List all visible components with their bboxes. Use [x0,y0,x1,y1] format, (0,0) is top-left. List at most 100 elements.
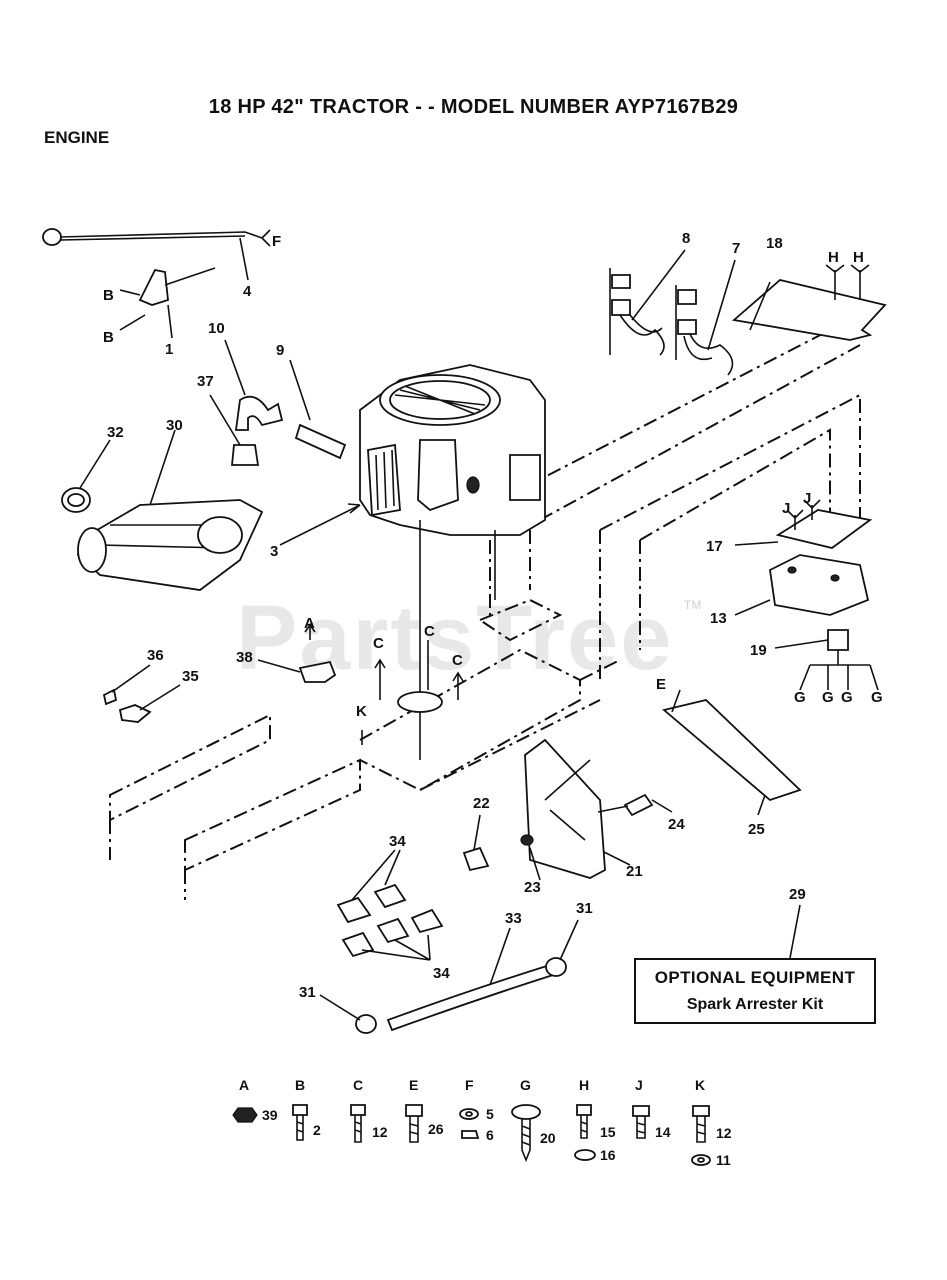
callout-31b: 31 [576,900,593,917]
letter-B1: B [103,287,114,304]
part-18-shield [731,264,887,341]
hw-letter-C: C [353,1077,363,1093]
hw-num-J: 14 [655,1124,671,1140]
callout-21: 21 [626,863,643,880]
callout-13: 13 [710,610,727,627]
letter-J1: J [782,500,790,517]
callout-35: 35 [182,668,199,685]
hw-letter-G: G [520,1077,531,1093]
hw-letter-J: J [635,1077,643,1093]
callout-34b: 34 [433,965,450,982]
callout-34a: 34 [389,833,406,850]
callout-30: 30 [166,417,183,434]
callout-18: 18 [766,235,783,252]
callout-4: 4 [243,283,252,300]
hw-num-F1: 5 [486,1106,494,1122]
letter-G1: G [794,689,806,706]
callout-24: 24 [668,816,685,833]
hardware-legend: A 39 B 2 C 12 E 26 F 5 6 G 20 H 15 [232,1077,732,1168]
letter-C1: C [373,635,384,652]
spark-arrester-kit-label: Spark Arrester Kit [686,996,824,1013]
callout-31a: 31 [299,984,316,1001]
callout-9: 9 [276,342,284,359]
optional-equipment-box: OPTIONAL EQUIPMENT Spark Arrester Kit [634,958,876,1024]
part-13-17-19-muffler-right [734,499,879,691]
callout-36: 36 [147,647,164,664]
letter-H2: H [853,249,864,266]
hw-letter-K: K [695,1077,705,1093]
part-10-37-9-fittings [209,339,347,466]
section-label: ENGINE [44,128,110,147]
hw-num-G: 20 [540,1130,556,1146]
callout-38: 38 [236,649,253,666]
diagram-title: 18 HP 42" TRACTOR - - MODEL NUMBER AYP71… [208,96,739,118]
callout-8: 8 [682,230,690,247]
hw-letter-H: H [579,1077,589,1093]
bolt-icon [292,1104,308,1116]
letter-C3: C [452,652,463,669]
bolt-icon [692,1105,710,1117]
part-38-35-36-hardware [102,622,337,723]
letter-G4: G [871,689,883,706]
callout-25: 25 [748,821,765,838]
letter-B2: B [103,329,114,346]
part-33-hose [319,919,579,1034]
callout-29: 29 [789,886,806,903]
hw-num-H1: 15 [600,1124,616,1140]
hw-letter-F: F [465,1077,474,1093]
nut-icon [232,1107,258,1123]
screw-icon [511,1104,541,1120]
hw-num-E: 26 [428,1121,444,1137]
letter-F: F [272,233,281,250]
callout-23: 23 [524,879,541,896]
hw-num-K1: 12 [716,1125,732,1141]
part-21-24-heat-shield [462,738,673,881]
part-25-deflector [662,689,802,816]
letter-H1: H [828,249,839,266]
watermark-tm: TM [684,598,702,612]
part-4-cable [42,228,271,281]
part-3-engine [279,364,546,760]
part-1-bracket [119,267,216,339]
callout-3: 3 [270,543,278,560]
hw-num-B: 2 [313,1122,321,1138]
hw-letter-E: E [409,1077,418,1093]
callout-10: 10 [208,320,225,337]
callout-37: 37 [197,373,214,390]
hw-num-A: 39 [262,1107,278,1123]
bolt-icon [350,1104,366,1116]
callout-1: 1 [165,341,173,358]
hw-num-K2: 11 [716,1152,731,1168]
frame-outline [109,329,861,900]
part-34-pads [336,849,444,961]
callout-32: 32 [107,424,124,441]
letter-C2: C [424,623,435,640]
callout-19: 19 [750,642,767,659]
nut-icon [461,1130,480,1139]
bolt-icon [405,1104,423,1117]
washer-icon [574,1149,596,1161]
letter-J2: J [803,490,811,507]
letter-G3: G [841,689,853,706]
callout-17: 17 [706,538,723,555]
optional-equipment-title: OPTIONAL EQUIPMENT [654,968,856,987]
part-30-muffler [61,429,264,591]
part-29-pointer [789,904,801,959]
bolt-icon [632,1105,650,1117]
mounting-studs [361,640,464,745]
letter-A: A [304,615,315,632]
hw-num-F2: 6 [486,1127,494,1143]
callout-33: 33 [505,910,522,927]
letter-E: E [656,676,666,693]
hw-num-C: 12 [372,1124,388,1140]
bolt-icon [576,1104,592,1116]
callout-7: 7 [732,240,740,257]
letter-G2: G [822,689,834,706]
hw-letter-A: A [239,1077,249,1093]
callout-22: 22 [473,795,490,812]
hw-num-H2: 16 [600,1147,616,1163]
letter-K: K [356,703,367,720]
hw-letter-B: B [295,1077,305,1093]
part-8-7-fuel-lines [609,249,736,376]
